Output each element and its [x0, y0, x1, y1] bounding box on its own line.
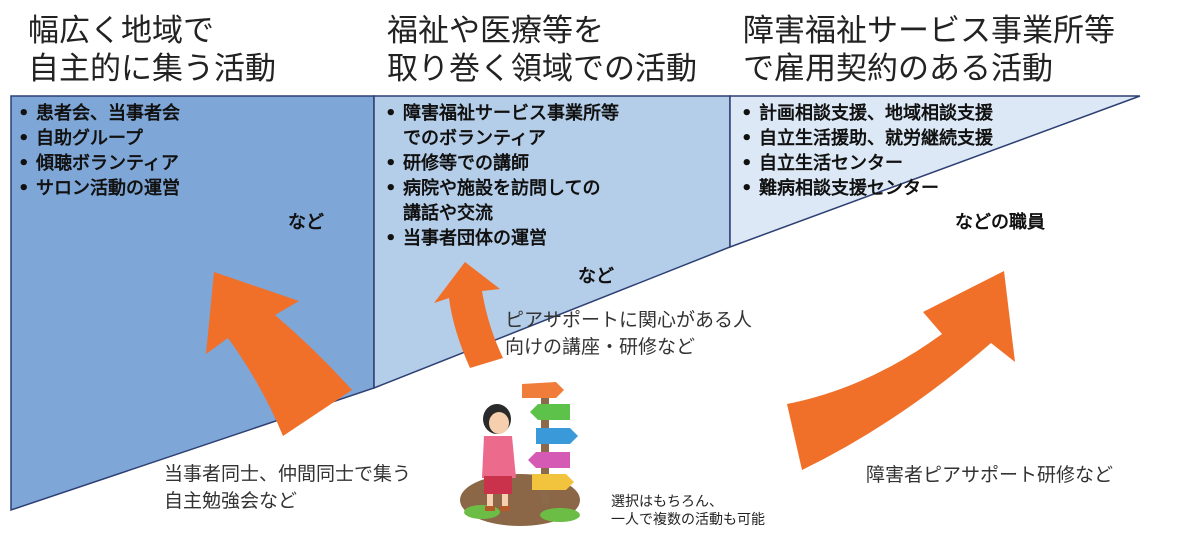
column-3-list: 計画相談支援、地域相談支援 自立生活援助、就労継続支援 自立生活センター 難病相…: [737, 101, 993, 201]
middle-note-line1: ピアサポートに関心がある人: [505, 309, 753, 331]
list-item: 傾聴ボランティア: [14, 151, 180, 176]
list-item: 自立生活センター: [737, 151, 993, 176]
column-title-1: 幅広く地域で 自主的に集う活動: [28, 12, 276, 88]
sign-arrow-3-icon: [536, 428, 578, 444]
sign-arrow-5-icon: [532, 474, 574, 490]
column-title-3: 障害福祉サービス事業所等 で雇用契約のある活動: [743, 12, 1115, 88]
sign-arrow-4-icon: [528, 452, 570, 468]
list-item-line: でのボランティア: [403, 128, 546, 149]
middle-note-line2: 向けの講座・研修など: [505, 336, 696, 358]
list-item-line: 講話や交流: [403, 203, 493, 224]
column-1-etc: など: [288, 212, 324, 233]
arrow-middle-icon: [434, 262, 503, 368]
column-title-2-line1: 福祉や医療等を: [387, 13, 604, 49]
column-2-list: 障害福祉サービス事業所等 でのボランティア 研修等での講師 病院や施設を訪問して…: [381, 101, 619, 251]
column-title-1-line2: 自主的に集う活動: [28, 51, 276, 87]
bottom-note-line1: 選択はもちろん、: [611, 494, 723, 510]
column-title-2-line2: 取り巻く領域での活動: [387, 51, 697, 87]
column-3-etc: などの職員: [955, 212, 1045, 233]
column-title-3-line2: で雇用契約のある活動: [743, 51, 1053, 87]
column-1-list: 患者会、当事者会 自助グループ 傾聴ボランティア サロン活動の運営: [14, 101, 180, 201]
list-item-line: 病院や施設を訪問しての: [403, 178, 601, 199]
list-item: 障害福祉サービス事業所等 でのボランティア: [381, 101, 619, 151]
bottom-note-line2: 一人で複数の活動も可能: [611, 512, 765, 528]
column-title-2: 福祉や医療等を 取り巻く領域での活動: [387, 12, 697, 88]
sign-arrow-2-icon: [530, 404, 570, 420]
list-item: 難病相談支援センター: [737, 176, 993, 201]
list-item: 患者会、当事者会: [14, 101, 180, 126]
list-item: サロン活動の運営: [14, 176, 180, 201]
grass-patch: [540, 508, 580, 522]
list-item: 当事者団体の運営: [381, 226, 619, 251]
list-item: 計画相談支援、地域相談支援: [737, 101, 993, 126]
arrow-right-icon: [787, 271, 1015, 470]
person-figure: [482, 404, 516, 511]
list-item: 研修等での講師: [381, 151, 619, 176]
list-item: 自立生活援助、就労継続支援: [737, 126, 993, 151]
column-2-etc: など: [578, 266, 614, 287]
column-title-3-line1: 障害福祉サービス事業所等: [743, 13, 1115, 49]
list-item: 病院や施設を訪問しての 講話や交流: [381, 176, 619, 226]
column-title-1-line1: 幅広く地域で: [28, 13, 214, 49]
left-note: 当事者同士、仲間同士で集う 自主勉強会など: [164, 461, 411, 515]
signpost-pole: [541, 386, 549, 504]
right-note: 障害者ピアサポート研修など: [866, 464, 1114, 486]
arrow-left-icon: [206, 272, 352, 436]
list-item-line: 障害福祉サービス事業所等: [403, 103, 619, 124]
list-item: 自助グループ: [14, 126, 180, 151]
bottom-note: 選択はもちろん、 一人で複数の活動も可能: [611, 493, 765, 529]
list-item-line: 当事者団体の運営: [403, 228, 547, 249]
left-note-line2: 自主勉強会など: [164, 490, 298, 512]
list-item-line: 研修等での講師: [403, 153, 529, 174]
sign-arrow-1-icon: [522, 382, 564, 398]
middle-note: ピアサポートに関心がある人 向けの講座・研修など: [505, 307, 752, 361]
left-note-line1: 当事者同士、仲間同士で集う: [164, 463, 412, 485]
